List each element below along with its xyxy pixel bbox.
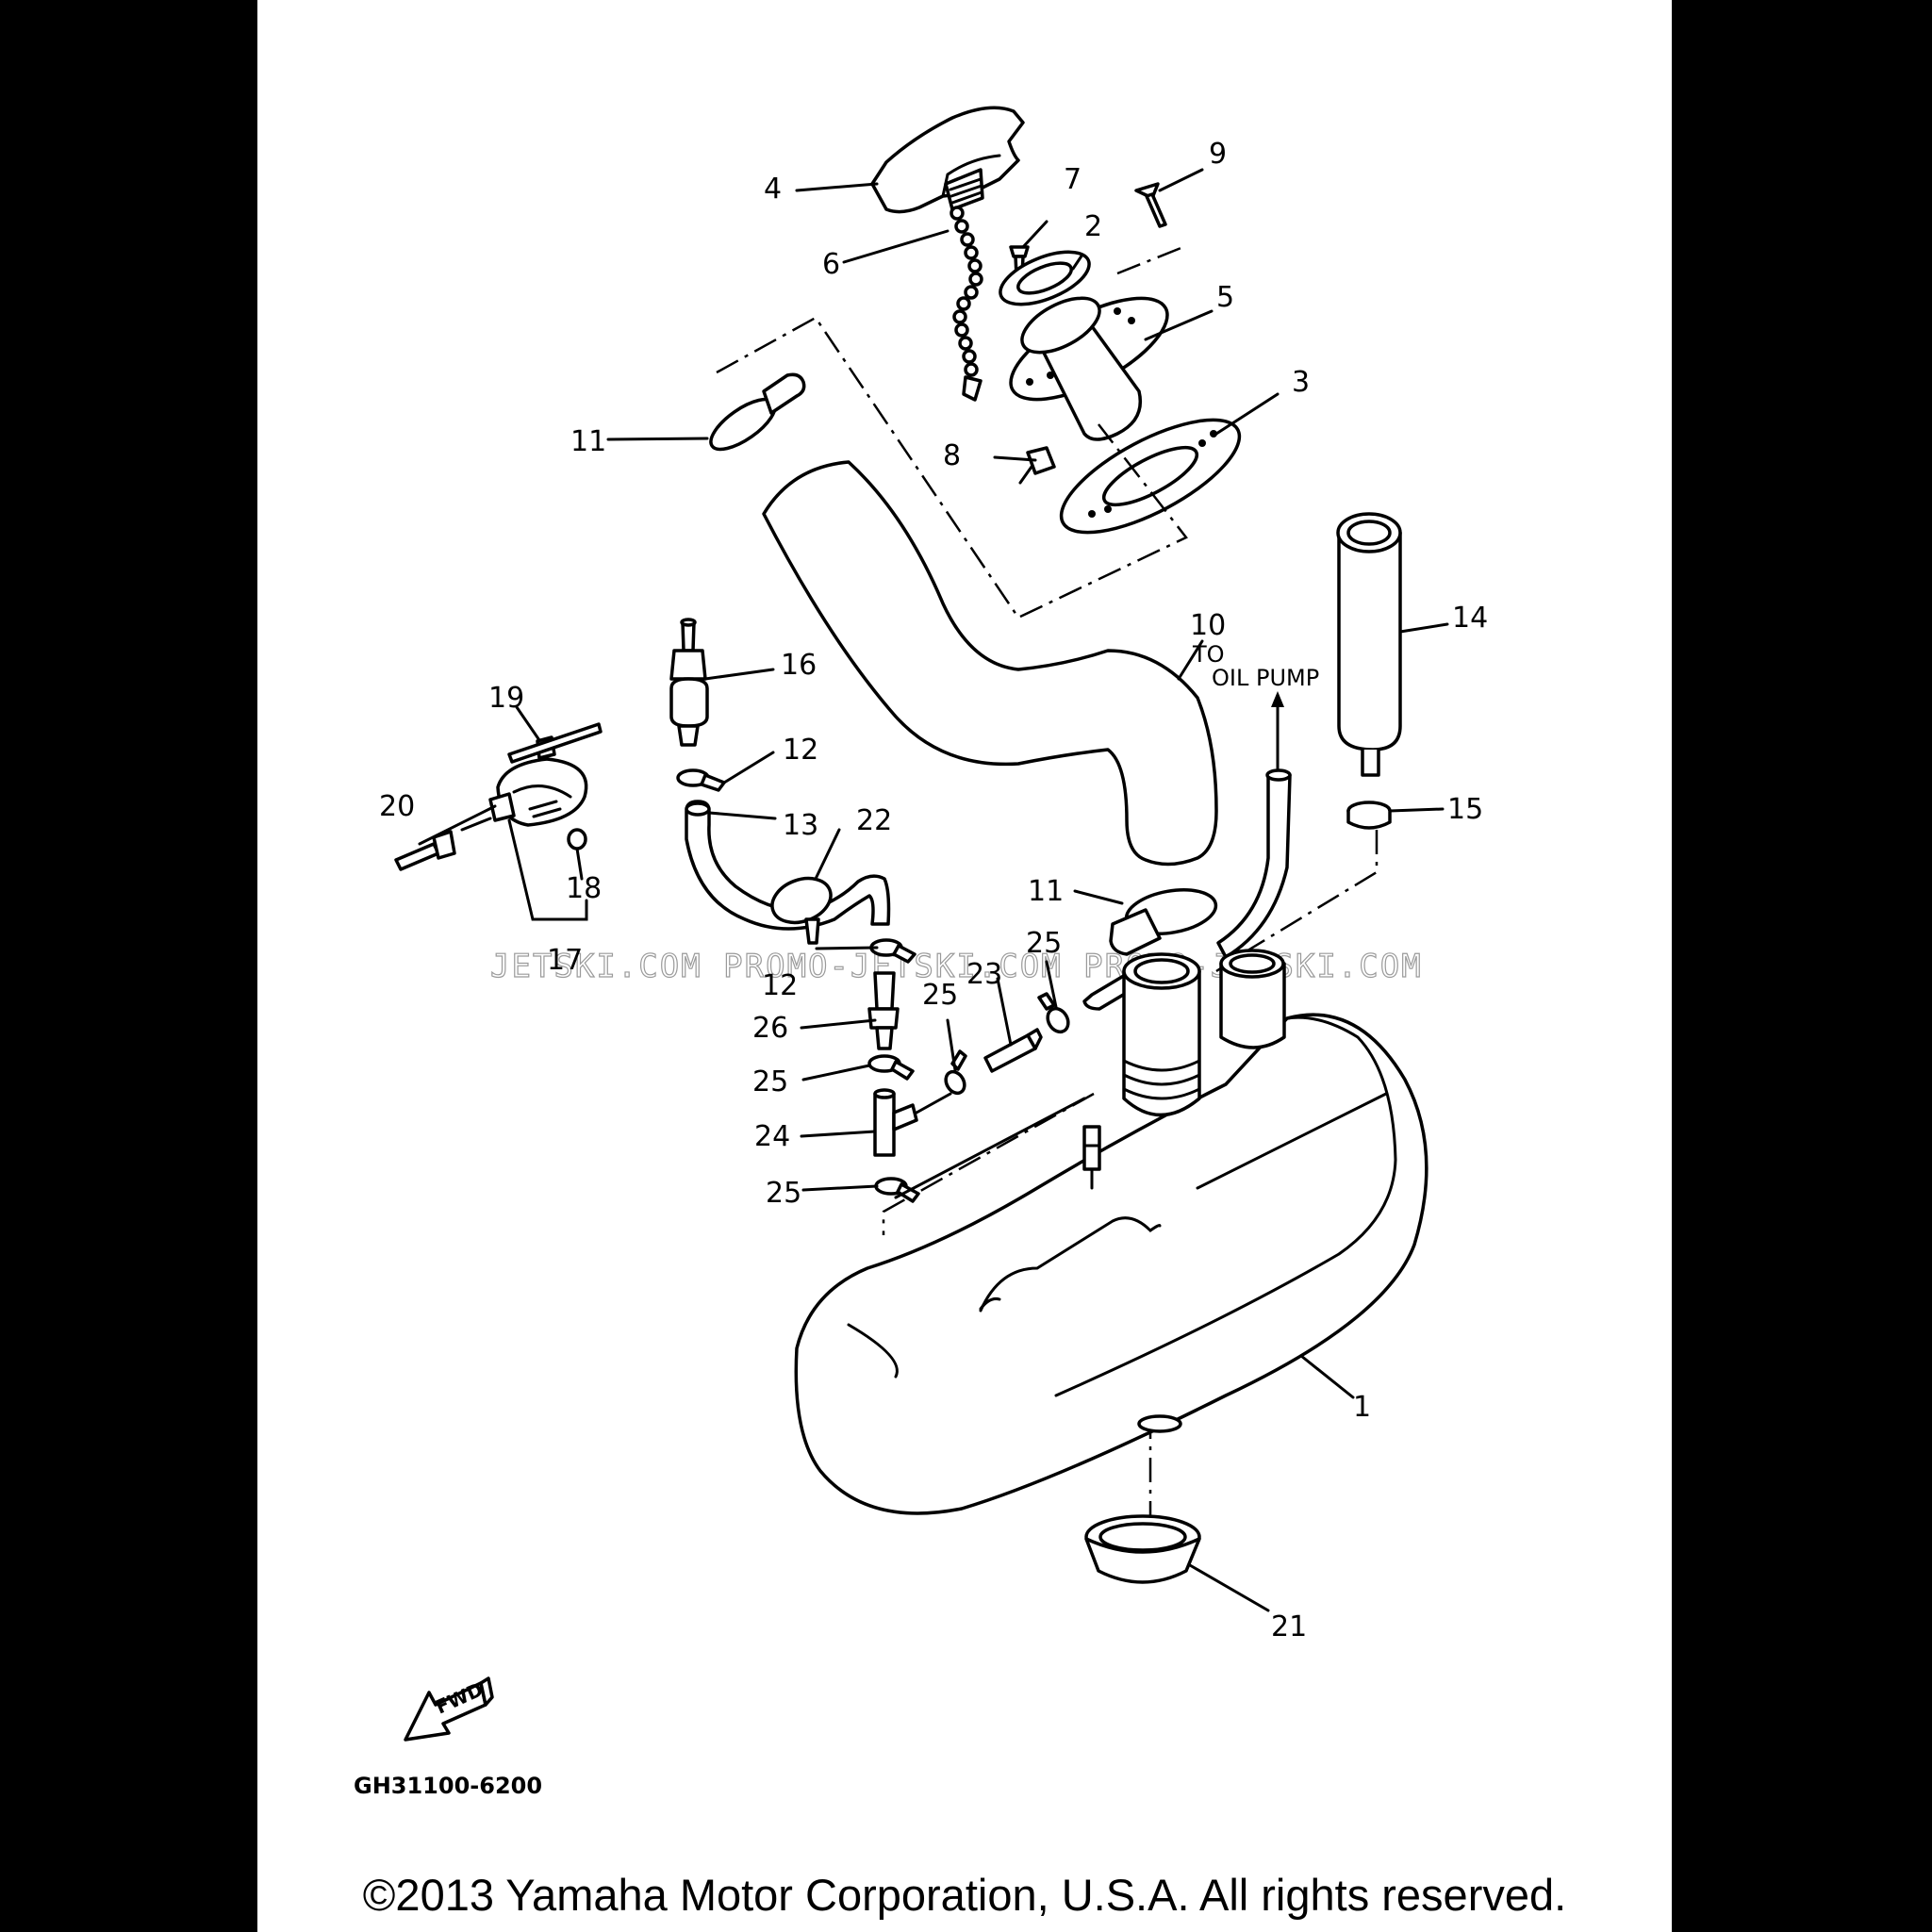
note-oil-pump: OIL PUMP <box>1212 665 1319 691</box>
clamp-25-b-part <box>944 1049 967 1096</box>
callout-24: 24 <box>754 1120 790 1153</box>
callout-15: 15 <box>1447 793 1483 826</box>
callout-7: 7 <box>1064 163 1082 196</box>
clamp-25-d-part <box>874 1177 920 1203</box>
bracket-17-part <box>488 757 588 827</box>
rivet-8-part <box>1018 446 1056 485</box>
callout-18: 18 <box>566 872 602 905</box>
forward-arrow-icon: FWD <box>404 1676 494 1742</box>
callout-11-lower: 11 <box>1028 875 1064 908</box>
cap-chain-part <box>949 206 983 402</box>
figure-code: GH31100-6200 <box>354 1773 542 1799</box>
callout-1: 1 <box>1353 1391 1371 1424</box>
hose-13-part <box>685 800 891 931</box>
callout-20: 20 <box>379 790 415 823</box>
callout-25-a: 25 <box>922 979 958 1012</box>
callout-11-upper: 11 <box>570 425 606 458</box>
filler-neck-part <box>1009 296 1169 441</box>
note-to: TO <box>1192 641 1225 668</box>
tank-breather-spout-part <box>1219 949 1286 1049</box>
callout-6: 6 <box>822 248 840 281</box>
callout-8: 8 <box>943 439 961 472</box>
vent-fitting-upper-part <box>709 372 806 452</box>
callout-2: 2 <box>1084 210 1102 243</box>
callout-10: 10 <box>1190 609 1226 642</box>
hose-clip-19-part <box>507 722 603 764</box>
callout-22: 22 <box>856 804 892 837</box>
callout-23: 23 <box>966 958 1002 991</box>
screw-9-part <box>1134 182 1167 228</box>
joint-26-part <box>867 971 900 1050</box>
callouts: 1 2 3 4 5 6 7 8 9 10 TO OIL PUMP 11 11 1… <box>379 138 1488 1643</box>
callout-19: 19 <box>488 682 524 715</box>
clamp-12-upper-part <box>676 768 726 792</box>
oil-cap-part <box>870 106 1025 214</box>
gasket-2-part <box>999 250 1091 306</box>
drain-cup-21-part <box>1084 1514 1201 1584</box>
callout-13: 13 <box>783 809 818 842</box>
oil-pump-hose-part <box>1216 691 1292 959</box>
callout-25-c: 25 <box>752 1065 788 1098</box>
hose-clamp-22-part <box>770 876 833 945</box>
breather-pipe-part <box>1336 512 1402 777</box>
grommet-15-part <box>1346 801 1392 830</box>
check-valve-23-part <box>983 1028 1043 1073</box>
callout-12-lower: 12 <box>762 969 798 1002</box>
gasket-3-part <box>1059 418 1242 535</box>
washer-18-part <box>567 828 587 850</box>
drain-pin-part <box>1082 1125 1101 1190</box>
clamp-12-lower-part <box>869 938 916 964</box>
callout-3: 3 <box>1292 366 1310 399</box>
callout-9: 9 <box>1209 138 1227 171</box>
oil-tank-part <box>794 1013 1428 1515</box>
leader-lines <box>418 168 1449 1612</box>
filler-hose-part <box>762 460 1218 867</box>
filter-16-part <box>669 618 709 747</box>
callout-16: 16 <box>781 649 817 682</box>
t-joint-24-part <box>873 1088 952 1157</box>
clamp-25-a-part <box>867 1054 915 1081</box>
tank-filler-neck-part <box>894 952 1201 1199</box>
callout-21: 21 <box>1271 1610 1307 1643</box>
clamp-25-c-part <box>1037 992 1070 1034</box>
callout-25-b: 25 <box>1026 927 1062 960</box>
copyright-notice: ©2013 Yamaha Motor Corporation, U.S.A. A… <box>362 1870 1567 1920</box>
callout-26: 26 <box>752 1012 788 1045</box>
callout-14: 14 <box>1452 602 1488 635</box>
callout-5: 5 <box>1216 281 1234 314</box>
callout-12-upper: 12 <box>783 734 818 767</box>
callout-25-d: 25 <box>766 1177 801 1210</box>
callout-4: 4 <box>764 173 782 206</box>
pin-20-part <box>394 817 492 871</box>
callout-17: 17 <box>547 944 583 977</box>
